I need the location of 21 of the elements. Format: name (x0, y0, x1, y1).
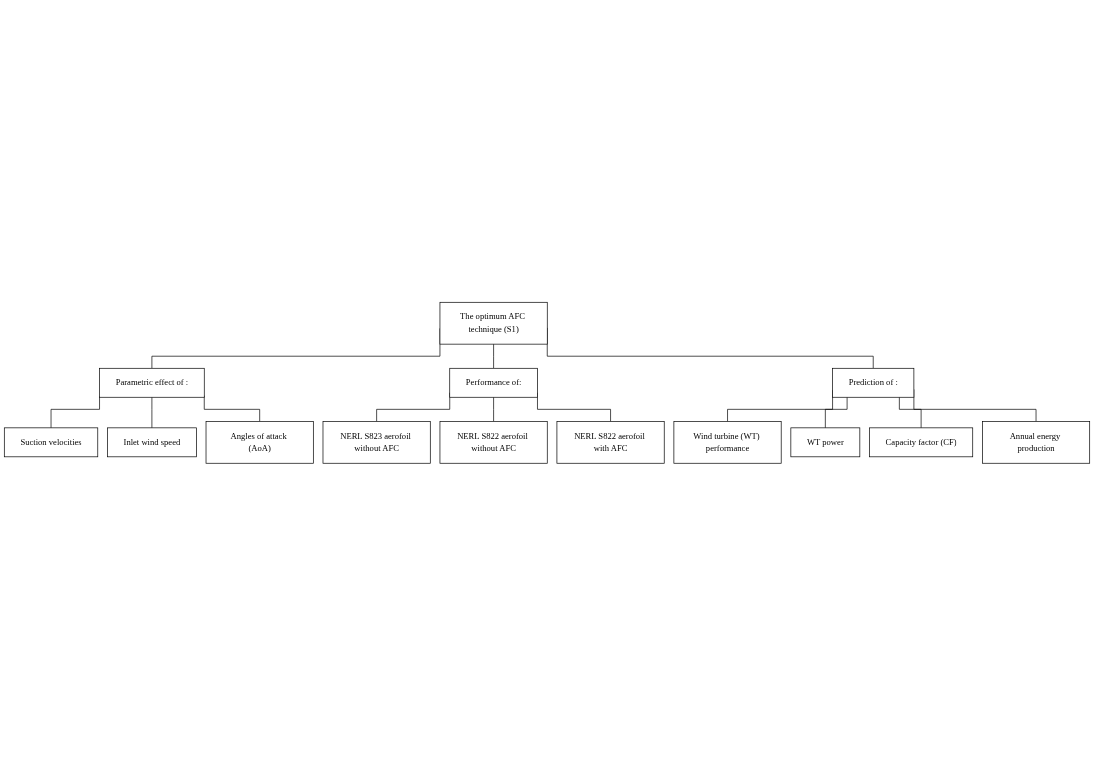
node-box: The optimum AFC technique (S1) (439, 301, 548, 345)
node-box: Capacity factor (CF) (869, 427, 974, 457)
connector (493, 343, 494, 369)
node-box: Performance of: (449, 367, 538, 398)
node-box: Prediction of : (832, 367, 915, 398)
node-box: NERL S823 aerofoil without AFC (322, 420, 431, 464)
node-box: WT power (790, 427, 861, 457)
connector (50, 395, 100, 428)
node-box: Parametric effect of : (99, 367, 205, 398)
connector (151, 396, 153, 428)
node-box: Wind turbine (WT) performance (673, 420, 782, 464)
node-box: Annual energy production (982, 420, 1091, 464)
node-box: NERL S822 aerofoil without AFC (439, 420, 548, 464)
connector (203, 395, 261, 422)
node-box: Suction velocities (3, 427, 99, 457)
connector (493, 396, 494, 422)
node-box: Angles of attack (AoA) (205, 420, 314, 464)
node-box: Inlet wind speed (107, 427, 197, 457)
node-box: NERL S822 aerofoil with AFC (556, 420, 665, 464)
connector (825, 396, 848, 428)
connector (899, 396, 922, 428)
